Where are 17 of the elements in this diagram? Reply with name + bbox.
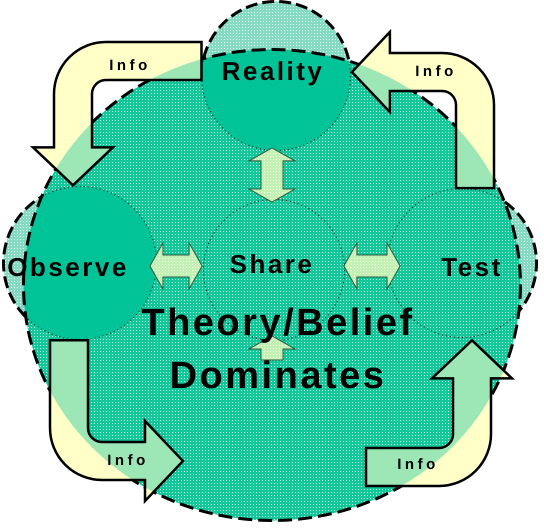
circle-title: Theory/Belief Dominates	[140, 301, 416, 399]
bent-block-arrow	[32, 40, 203, 187]
double-block-arrow	[149, 241, 203, 291]
double-block-arrow	[247, 147, 297, 203]
arrow-label: Info	[109, 57, 151, 75]
circle-label: Test	[441, 252, 503, 282]
block-arrow	[247, 335, 297, 360]
circle-label: Reality	[222, 56, 324, 86]
double-block-arrow	[343, 241, 401, 291]
bent-block-arrow	[364, 339, 514, 488]
circle-region	[200, 0, 352, 152]
circle-label: Share	[230, 249, 314, 279]
arrow-label: Info	[397, 456, 439, 474]
arrow-label: Info	[415, 63, 457, 81]
bent-block-arrow	[350, 30, 496, 190]
bent-block-arrow	[48, 338, 184, 502]
arrow-label: Info	[107, 452, 149, 470]
